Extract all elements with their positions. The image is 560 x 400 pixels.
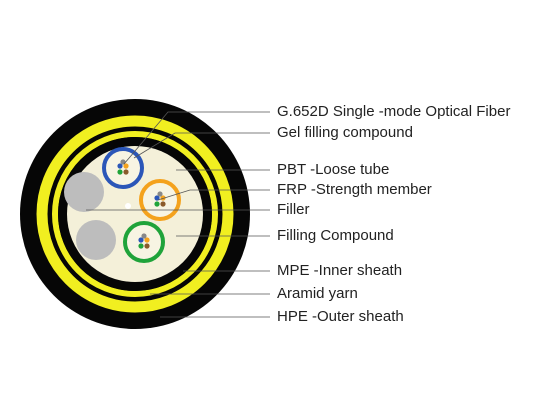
inner-yellow-ring <box>52 131 218 297</box>
label-pbt-loose-tube: PBT -Loose tube <box>277 161 390 178</box>
leader-line-fiber <box>123 111 270 165</box>
label-aramid-yarn: Aramid yarn <box>277 285 358 302</box>
leader-lines <box>86 111 270 318</box>
label-gel-filling-compound: Gel filling compound <box>277 124 413 141</box>
filler-lower <box>76 220 116 260</box>
leader-line-gel <box>133 132 270 159</box>
label-hpe-outer-sheath: HPE -Outer sheath <box>277 308 404 325</box>
aramid-yarn-ring <box>36 115 234 313</box>
label-filler: Filler <box>277 201 310 218</box>
filler-upper <box>64 172 104 212</box>
leader-line-frp <box>157 189 270 201</box>
loose-tube-green <box>123 221 165 263</box>
frp-strength-member <box>125 203 131 209</box>
label-mpe-inner-sheath: MPE -Inner sheath <box>277 262 403 279</box>
label-frp-strength-member: FRP -Strength member <box>277 181 432 198</box>
label-filling-compound: Filling Compound <box>277 227 394 244</box>
loose-tube-orange <box>139 179 181 221</box>
loose-tube-blue <box>102 147 144 189</box>
label-optical-fiber: G.652D Single -mode Optical Fiber <box>277 103 511 120</box>
